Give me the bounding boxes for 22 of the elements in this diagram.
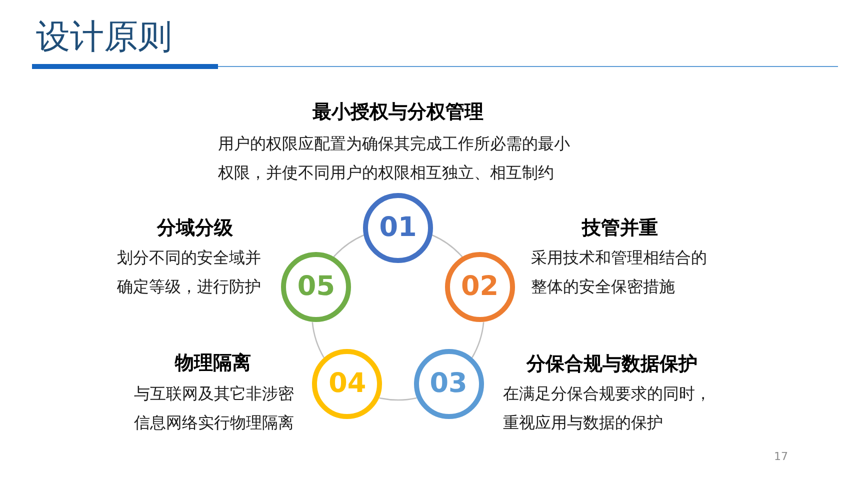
- principle-heading: 技管并重: [582, 216, 658, 240]
- step-number: 04: [328, 368, 366, 399]
- principle-description: 采用技术和管理相结合的整体的安全保密措施: [531, 247, 708, 298]
- principle-description: 与互联网及其它非涉密信息网络实行物理隔离: [134, 383, 295, 434]
- connector-arc: [379, 397, 417, 401]
- page-number: 17: [774, 450, 788, 464]
- principle-description: 在满足分保合规要求的同时，重视应用与数据的保护: [503, 383, 712, 434]
- principle-description: 划分不同的安全域并确定等级，进行防护: [117, 247, 262, 298]
- connector-arc: [333, 234, 364, 258]
- step-number: 05: [297, 272, 335, 302]
- step-number: 01: [379, 213, 417, 243]
- principle-heading: 物理隔离: [175, 351, 251, 375]
- principle-description: 用户的权限应配置为确保其完成工作所必需的最小权限，并使不同用户的权限相互独立、相互制约: [218, 133, 571, 184]
- step-number: 03: [430, 368, 468, 399]
- principle-heading: 分域分级: [157, 216, 233, 240]
- slide-title: 设计原则: [36, 16, 172, 58]
- principle-heading: 最小授权与分权管理: [312, 100, 484, 124]
- connector-arc: [312, 322, 324, 358]
- step-number: 02: [460, 272, 499, 302]
- principle-heading: 分保合规与数据保护: [526, 352, 698, 376]
- connector-arc: [432, 234, 463, 258]
- connector-arc: [472, 322, 484, 358]
